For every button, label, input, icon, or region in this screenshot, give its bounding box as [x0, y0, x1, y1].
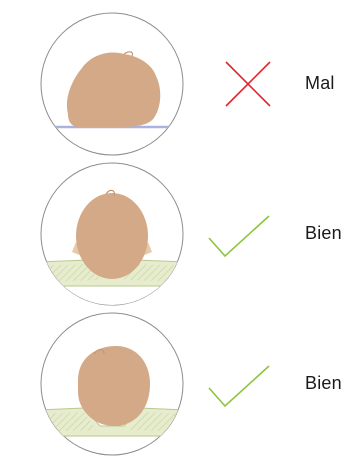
- row-label: Mal: [305, 73, 335, 94]
- comparison-row-good: Bien: [0, 310, 361, 460]
- row-label: Bien: [305, 373, 342, 394]
- comparison-row-bad: Mal: [0, 10, 361, 160]
- comparison-row-good: Bien: [0, 160, 361, 310]
- baby-head-pillow-illustration: [38, 160, 186, 308]
- row-label: Bien: [305, 223, 342, 244]
- cross-icon: [222, 58, 274, 110]
- baby-head-flat-illustration: [38, 10, 186, 158]
- check-icon: [207, 212, 271, 260]
- round-head-shape: [78, 346, 150, 426]
- round-head-shape: [76, 193, 148, 279]
- baby-head-pillow-illustration: [38, 310, 186, 458]
- check-icon: [207, 362, 271, 410]
